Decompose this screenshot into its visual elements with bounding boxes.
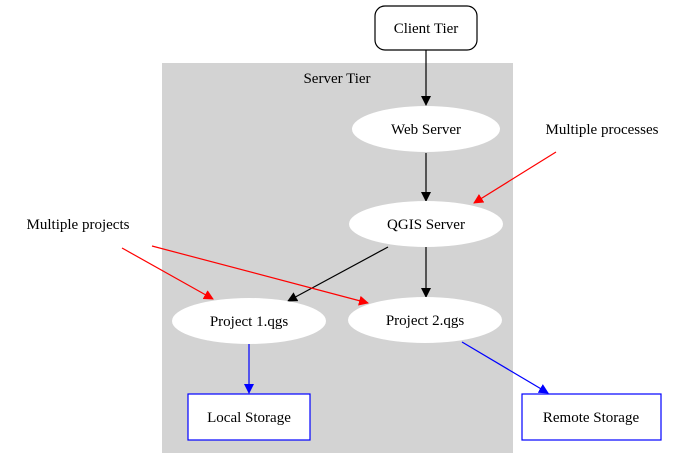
project-2-label: Project 2.qgs	[386, 313, 464, 329]
local-storage-label: Local Storage	[207, 410, 291, 426]
edge-projects-to-project1	[121, 247, 214, 300]
web-server-label: Web Server	[391, 122, 461, 138]
multiple-projects-label: Multiple projects	[27, 217, 130, 233]
edges	[121, 50, 557, 394]
edge-qgis-to-project1	[287, 246, 389, 302]
node-project-1: Project 1.qgs	[172, 298, 326, 344]
multiple-processes-label: Multiple processes	[546, 122, 659, 138]
node-remote-storage: Remote Storage	[521, 393, 662, 441]
edge-processes-to-qgis	[473, 151, 557, 204]
client-tier-label: Client Tier	[394, 21, 459, 37]
edge-project2-to-remote	[461, 341, 549, 394]
node-client-tier: Client Tier	[374, 5, 478, 51]
edge-projects-to-project2	[151, 245, 369, 306]
project-1-label: Project 1.qgs	[210, 314, 288, 330]
node-qgis-server: QGIS Server	[349, 201, 503, 247]
qgis-server-label: QGIS Server	[387, 217, 465, 233]
node-local-storage: Local Storage	[187, 393, 311, 441]
cluster-label: Server Tier	[303, 71, 370, 87]
node-project-2: Project 2.qgs	[348, 297, 502, 343]
node-web-server: Web Server	[352, 106, 500, 152]
remote-storage-label: Remote Storage	[543, 410, 640, 426]
